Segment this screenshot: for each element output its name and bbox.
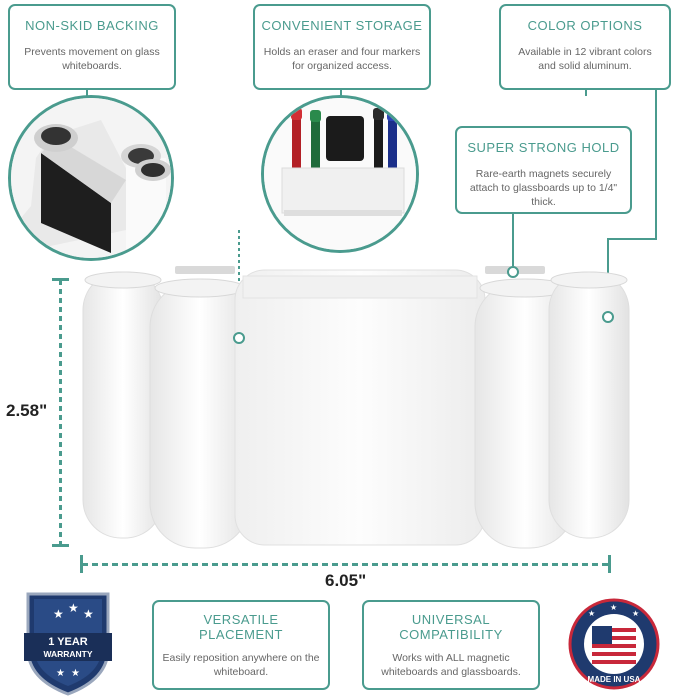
made-in-usa-badge: ★ ★ ★ MADE IN USA (568, 598, 660, 690)
width-label: 6.05" (325, 571, 367, 590)
product-image (75, 262, 635, 552)
callout-hold: SUPER STRONG HOLD Rare-earth magnets sec… (455, 126, 632, 214)
callout-title: UNIVERSAL COMPATIBILITY (399, 612, 503, 642)
usa-flag-icon (592, 626, 636, 664)
width-dimension-cap (608, 555, 611, 573)
connector-line (607, 238, 657, 240)
usa-text: MADE IN USA (588, 675, 641, 684)
star-icon: ★ (68, 601, 79, 615)
callout-desc: Prevents movement on glass whiteboards. (24, 46, 160, 72)
callout-title: SUPER STRONG HOLD (467, 140, 620, 155)
callout-colors: COLOR OPTIONS Available in 12 vibrant co… (499, 4, 671, 90)
width-dimension-cap (80, 555, 83, 573)
connector-dot (602, 311, 614, 323)
warranty-badge: ★ ★ ★ 1 YEAR WARRANTY ★ ★ (18, 590, 118, 696)
height-dimension-cap (52, 278, 69, 281)
connector-line (655, 90, 657, 240)
svg-text:★: ★ (71, 668, 80, 679)
svg-text:★: ★ (588, 609, 595, 618)
storage-detail-circle (261, 95, 419, 253)
callout-desc: Holds an eraser and four markers for org… (263, 46, 421, 72)
svg-text:★: ★ (53, 607, 64, 621)
warranty-line1: 1 YEAR (48, 636, 88, 648)
connector-dot (507, 266, 519, 278)
callout-title: COLOR OPTIONS (527, 18, 643, 33)
height-dimension-cap (52, 544, 69, 547)
callout-desc: Works with ALL magnetic whiteboards and … (381, 652, 521, 678)
callout-title: VERSATILE PLACEMENT (199, 612, 283, 642)
svg-text:★: ★ (632, 609, 639, 618)
connector-line (238, 230, 240, 330)
warranty-line2: WARRANTY (43, 649, 92, 659)
callout-desc: Available in 12 vibrant colors and solid… (518, 46, 652, 72)
connector-line (512, 214, 514, 270)
svg-text:★: ★ (610, 603, 617, 612)
width-dimension-line (82, 563, 609, 566)
height-dimension-line (59, 280, 62, 545)
connector-line (585, 90, 587, 96)
svg-text:★: ★ (83, 607, 94, 621)
connector-dot (233, 332, 245, 344)
callout-universal: UNIVERSAL COMPATIBILITY Works with ALL m… (362, 600, 540, 690)
svg-text:★: ★ (56, 668, 65, 679)
callout-storage: CONVENIENT STORAGE Holds an eraser and f… (253, 4, 431, 90)
callout-title: NON-SKID BACKING (25, 18, 159, 33)
height-label: 2.58" (6, 401, 48, 420)
callout-desc: Easily reposition anywhere on the whiteb… (162, 652, 320, 678)
callout-desc: Rare-earth magnets securely attach to gl… (469, 168, 618, 208)
backing-detail-circle (8, 95, 174, 261)
callout-title: CONVENIENT STORAGE (261, 18, 423, 33)
connector-line (340, 90, 342, 96)
callout-versatile: VERSATILE PLACEMENT Easily reposition an… (152, 600, 330, 690)
connector-line (86, 90, 88, 96)
callout-non-skid: NON-SKID BACKING Prevents movement on gl… (8, 4, 176, 90)
